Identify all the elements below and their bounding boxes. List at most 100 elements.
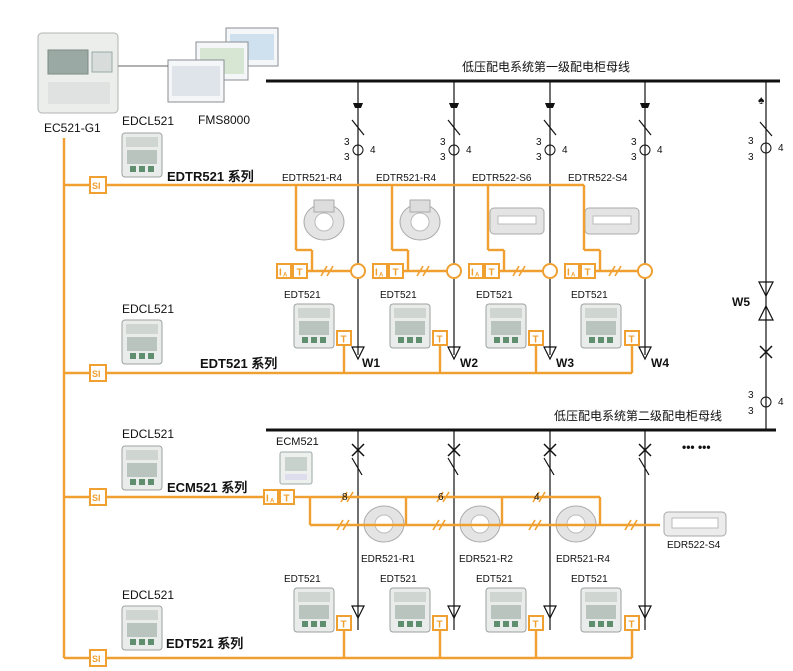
feeder-w3-label: W3	[556, 356, 574, 370]
ia-glyph: I	[266, 494, 269, 505]
si-glyph: SI	[92, 493, 101, 503]
svg-text:3: 3	[748, 152, 754, 163]
t-glyph: T	[437, 620, 443, 631]
sensing-point-icon	[446, 263, 462, 279]
edt-t-box-3: T	[528, 330, 544, 346]
edcl521-photo-2	[121, 319, 163, 365]
ia-sub-glyph: A	[475, 273, 480, 279]
phase-4-label: 4	[370, 145, 376, 156]
phase-4-label: 4	[562, 145, 568, 156]
fms8000-screens-icon	[167, 27, 279, 103]
output-arrow-icon	[447, 605, 461, 620]
edt-label-3: EDT521	[476, 290, 513, 301]
ring-slash-icon	[432, 519, 446, 531]
si-box-3: SI	[89, 488, 107, 506]
ring-slash-icon	[336, 519, 350, 531]
phase-3-label: 3	[344, 137, 350, 148]
t-box-4: T	[580, 263, 596, 279]
breaker-x-icon	[543, 443, 557, 457]
fuse-icon	[449, 103, 459, 108]
edcl-label-1: EDCL521	[122, 114, 174, 128]
ec521-panel	[37, 32, 119, 114]
bar-sensor-slot	[497, 215, 537, 225]
si-glyph: SI	[92, 369, 101, 379]
ring-slash-icon	[624, 519, 638, 531]
t-glyph: T	[297, 268, 303, 279]
si-box-4: SI	[89, 649, 107, 667]
edt-t-box-1: T	[336, 330, 352, 346]
count-slash-icon	[532, 491, 546, 503]
output-arrow-icon	[543, 346, 557, 361]
feeder2-4	[580, 430, 652, 633]
ecm521-label: ECM521	[276, 436, 319, 448]
ct-circle-icon	[448, 144, 460, 156]
switch-icon	[543, 119, 557, 136]
edt-label-2: EDT521	[380, 290, 417, 301]
count-label-4: 4	[534, 492, 540, 503]
busbar-level-2-title: 低压配电系统第二级配电柜母线	[554, 409, 722, 423]
software-label: FMS8000	[198, 113, 250, 127]
t-box-1: T	[292, 263, 308, 279]
si-glyph: SI	[92, 654, 101, 664]
edt2-label-1: EDT521	[284, 574, 321, 585]
edt2-t-box-3: T	[528, 615, 544, 631]
phase-4-label: 4	[657, 145, 663, 156]
t-glyph: T	[437, 335, 443, 346]
svg-text:♠: ♠	[758, 93, 765, 107]
feeder2-3	[485, 430, 597, 633]
feeder-1: 334	[293, 81, 376, 361]
sensing-point-icon	[350, 263, 366, 279]
series-ecm521: ECM521 系列	[167, 480, 247, 495]
output-arrow-icon	[638, 346, 652, 361]
t-glyph: T	[585, 268, 591, 279]
feeder-w1-label: W1	[362, 356, 380, 370]
ia-glyph: I	[471, 268, 474, 279]
count-slash-icon	[320, 265, 334, 277]
ecm-t-box: T	[279, 489, 295, 505]
phase-3-label: 3	[440, 137, 446, 148]
edt-t-box-4: T	[624, 330, 640, 346]
edt2-t-box-4: T	[624, 615, 640, 631]
edt521-photo	[580, 587, 622, 633]
output-arrow-icon	[351, 605, 365, 620]
edcl-label-2: EDCL521	[122, 302, 174, 316]
switch-icon	[351, 119, 365, 136]
series-edt521-level-2: EDT521 系列	[166, 636, 243, 651]
t-glyph: T	[341, 620, 347, 631]
t-glyph: T	[489, 268, 495, 279]
ia-sub-glyph: A	[571, 273, 576, 279]
switch-icon	[638, 457, 650, 476]
si-box-1: SI	[89, 176, 107, 194]
edt521-photo	[485, 587, 527, 633]
ring-slash-icon	[528, 519, 542, 531]
series-edtr521: EDTR521 系列	[167, 169, 254, 184]
ia-sub-glyph: A	[283, 273, 288, 279]
svg-text:4: 4	[778, 397, 784, 408]
more-feeders-ellipsis: ••• •••	[682, 440, 711, 454]
edt-label-1: EDT521	[284, 290, 321, 301]
switch-icon	[447, 457, 459, 476]
edt521-photo	[485, 303, 527, 349]
feeder-2: 334	[389, 81, 472, 361]
svg-text:3: 3	[748, 406, 754, 417]
switch-icon	[447, 119, 461, 136]
ia-glyph: I	[375, 268, 378, 279]
edt521-photo	[580, 303, 622, 349]
output-arrow-icon	[447, 346, 461, 361]
feeder-3: 334	[485, 81, 568, 361]
bar-sensor-slot	[592, 215, 632, 225]
ia-sub-glyph: A	[379, 273, 384, 279]
breaker-x-icon	[351, 443, 365, 457]
phase-3-label: 3	[631, 152, 637, 163]
edcl521-photo-1	[121, 132, 163, 178]
switch-icon	[351, 457, 363, 476]
phase-4-label: 4	[466, 145, 472, 156]
ring-label-4: EDR522-S4	[667, 540, 721, 551]
edcl521-photo-4	[121, 605, 163, 651]
feeder-w5: ♠ 3 3 4 3 3 4	[748, 81, 784, 430]
phase-3-label: 3	[536, 137, 542, 148]
